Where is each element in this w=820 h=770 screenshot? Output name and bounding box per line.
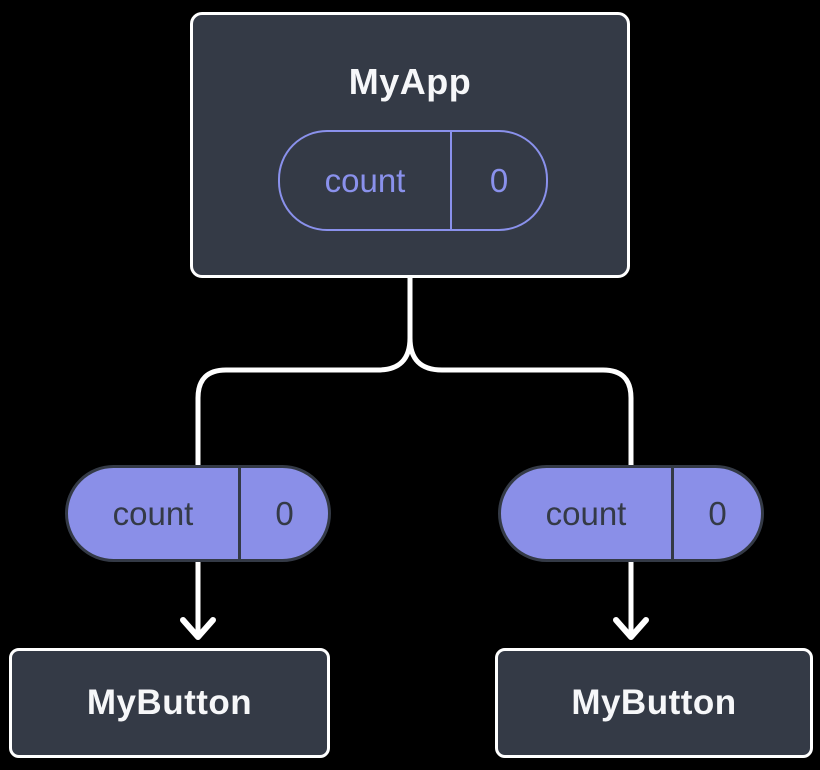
left-mybutton-component-box: MyButton [9,648,330,758]
fork-right-line [407,276,634,466]
state-value: 0 [275,494,294,532]
left-child-state-pill: count 0 [65,465,331,562]
arrow-left-head [180,617,216,640]
arrow-right-head [613,617,649,640]
myapp-state-pill: count 0 [278,130,548,231]
fork-left-line [195,276,413,466]
state-value: 0 [489,161,509,199]
myapp-title: MyApp [348,61,472,102]
state-label: count [280,132,452,229]
myapp-component-box: MyApp count 0 [190,12,630,278]
state-label: count [68,468,241,559]
right-mybutton-component-box: MyButton [495,648,813,758]
state-label: count [501,468,674,559]
state-value: 0 [708,494,727,532]
right-child-state-pill: count 0 [498,465,764,562]
